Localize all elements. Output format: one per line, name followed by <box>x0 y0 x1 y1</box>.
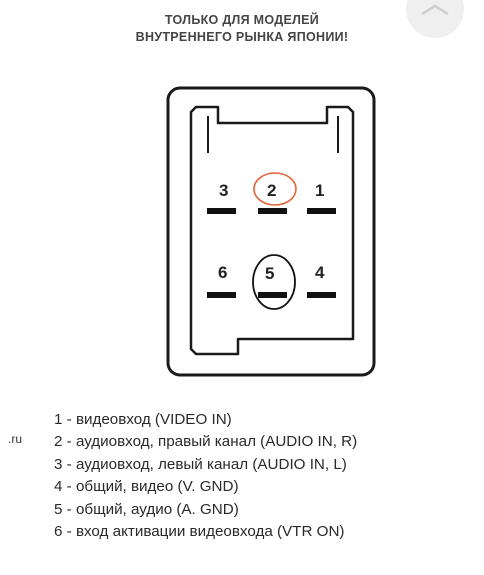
pin-5-highlight-circle <box>252 254 296 310</box>
legend-item-1: 1 - видеовход (VIDEO IN) <box>54 411 232 428</box>
pin-label-1: 1 <box>315 181 324 200</box>
pin-contact-1 <box>307 208 336 214</box>
legend-item-2: 2 - аудиовход, правый канал (AUDIO IN, R… <box>54 433 358 451</box>
site-fragment: .ru <box>8 432 23 446</box>
pin-label-6: 6 <box>218 263 227 282</box>
legend-item-4: 4 - общий, видео (V. GND) <box>54 478 239 496</box>
legend-item-3: 3 - аудиовход, левый канал (AUDIO IN, L) <box>54 455 347 473</box>
pin-contact-2 <box>258 208 287 214</box>
pin-contact-6 <box>207 292 236 298</box>
pin-label-2: 2 <box>267 181 276 200</box>
header-line-1: ТОЛЬКО ДЛЯ МОДЕЛЕЙ <box>164 13 320 27</box>
header-line-2: ВНУТРЕННЕГО РЫНКА ЯПОНИИ! <box>135 30 349 44</box>
connector-diagram: 3 2 1 6 5 4 <box>166 86 376 377</box>
pin-2-highlight-circle <box>253 172 297 206</box>
legend-item-6: 6 - вход активации видеовхода (VTR ON) <box>54 523 345 541</box>
pin-contact-4 <box>307 292 336 298</box>
connector-housing-outer <box>166 86 376 377</box>
pin-contact-5 <box>258 292 287 298</box>
pin-contact-3 <box>207 208 236 214</box>
connector-housing-inner <box>189 105 355 356</box>
header-notice: ТОЛЬКО ДЛЯ МОДЕЛЕЙ ВНУТРЕННЕГО РЫНКА ЯПО… <box>0 12 484 46</box>
pin-label-4: 4 <box>315 263 325 282</box>
pin-label-5: 5 <box>265 264 274 283</box>
legend-item-5: 5 - общий, аудио (A. GND) <box>54 500 239 518</box>
pin-legend: 1 - видеовход (VIDEO IN) 2 - аудиовход, … <box>54 409 357 543</box>
pin-label-3: 3 <box>219 181 228 200</box>
